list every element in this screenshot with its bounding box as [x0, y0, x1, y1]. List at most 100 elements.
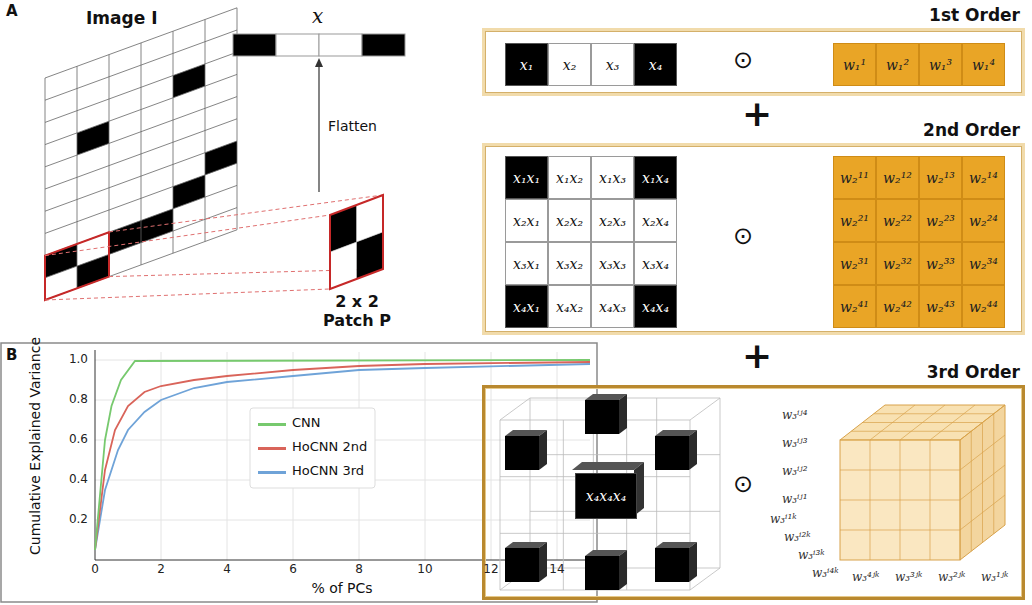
cell-label: w₂¹¹: [840, 170, 869, 186]
input-cell: x₂: [548, 43, 591, 86]
operator: ⊙: [733, 470, 753, 498]
tensor-cube: [500, 394, 720, 590]
cell-label: x₄x₃: [599, 299, 626, 315]
cell-label: x₂x₁: [513, 213, 540, 229]
weight-index: w₃¹ʲᵏ: [981, 570, 1008, 584]
weight-cell: w₂³³: [919, 242, 962, 285]
cell-label: x₂x₄: [642, 213, 669, 229]
tick-label: 0.8: [58, 392, 88, 406]
weight-cell: w₂⁴²: [876, 285, 919, 328]
tick-label: 8: [344, 562, 374, 576]
tick-label: 12: [476, 562, 506, 576]
input-cell: x₁x₂: [548, 156, 591, 199]
weight-index: w₃⁴ʲᵏ: [852, 570, 879, 584]
cube-front: [585, 400, 619, 434]
cube-side: [619, 550, 627, 590]
grid-line: [45, 141, 237, 211]
weight-cell: w₂¹³: [919, 156, 962, 199]
cell-label: w₂⁴¹: [840, 299, 869, 315]
tick-label: 4: [212, 562, 242, 576]
cell-label: w₂³⁴: [969, 256, 998, 272]
flatten-arrow: [315, 58, 323, 192]
input-cell: x₂x₃: [591, 199, 634, 242]
panel-letter: A: [6, 2, 18, 20]
grid-line: [993, 414, 994, 534]
operator: +: [742, 338, 772, 374]
grid-line: [656, 398, 657, 568]
weight-cell: w₂¹⁴: [962, 156, 1005, 199]
cell-label: w₁⁴: [972, 57, 995, 73]
panel-heading: 3rd Order: [927, 362, 1020, 382]
cube-front: [585, 556, 619, 590]
input-cell: x₁x₄: [634, 156, 677, 199]
cube-side: [539, 430, 547, 470]
chart-axes: [95, 350, 590, 560]
panel-heading: 2nd Order: [923, 120, 1020, 140]
cell-label: x₁x₂: [556, 170, 583, 186]
flattened-vector: [233, 34, 405, 56]
weight-index: w₃ⁱʲ²: [782, 464, 807, 478]
cell-label: w₂²⁴: [969, 213, 998, 229]
cell-label: w₂¹²: [883, 170, 912, 186]
cell-label: w₂²³: [926, 213, 955, 229]
grid-line: [45, 74, 237, 144]
weight-cell: w₁²: [876, 43, 919, 86]
grid-line: [45, 230, 237, 300]
weight-cell: w₂²³: [919, 199, 962, 242]
legend-label: CNN: [292, 415, 321, 430]
grid-line: [840, 500, 960, 501]
patch-projection: [45, 195, 383, 300]
grid-line: [720, 398, 721, 568]
legend-swatch: [258, 423, 286, 426]
cell-label: x₃x₃: [599, 256, 626, 272]
order-panel: 2nd Orderx₁x₁x₁x₂x₁x₃x₁x₄x₂x₁x₂x₂x₂x₃x₂x…: [482, 143, 1025, 335]
legend-box: [250, 408, 375, 488]
step-label: Flatten: [328, 118, 377, 134]
grid-line: [960, 465, 1005, 500]
image-grid: [45, 8, 237, 300]
weight-index: w₃ⁱ³ᵏ: [798, 548, 825, 562]
grid-line: [45, 97, 237, 167]
cell-label: x₁x₄: [642, 170, 669, 186]
cell-label: w₂³³: [926, 256, 955, 272]
legend-swatch: [258, 471, 286, 474]
weight-cell: w₂⁴¹: [833, 285, 876, 328]
cell-label: x₄x₄: [642, 299, 669, 315]
grid-line: [874, 413, 994, 414]
weight-cell: w₁⁴: [962, 43, 1005, 86]
patch-outline: [45, 232, 109, 300]
input-cell: x₁: [505, 43, 548, 86]
legend-label: HoCNN 3rd: [292, 463, 364, 478]
cell-label: w₂²²: [883, 213, 912, 229]
input-cell: x₄x₁: [505, 285, 548, 328]
cell-label: x₂x₃: [599, 213, 626, 229]
weight-cell: w₂²²: [876, 199, 919, 242]
weight-cell: w₁³: [919, 43, 962, 86]
weight-index: w₃ⁱʲ¹: [782, 492, 807, 506]
tick-label: 10: [410, 562, 440, 576]
input-cell: x₃x₃: [591, 242, 634, 285]
cell-label: x₃x₄: [642, 256, 669, 272]
input-cell: x₃x₁: [505, 242, 548, 285]
cell-label: x₂x₂: [556, 213, 583, 229]
weight-cell: w₁¹: [833, 43, 876, 86]
weight-cell: w₂¹²: [876, 156, 919, 199]
tick-label: 1.0: [58, 352, 88, 366]
tick-label: 2: [146, 562, 176, 576]
input-cell: x₁x₃: [591, 156, 634, 199]
panel-letter: B: [6, 346, 17, 364]
grid-line: [45, 30, 237, 100]
panel-heading: 1st Order: [929, 5, 1020, 25]
cell-label: x₃x₂: [556, 256, 583, 272]
weight-index: w₃²ʲᵏ: [938, 570, 965, 584]
axis-title: % of PCs: [302, 580, 382, 596]
operator: +: [742, 96, 772, 132]
input-cell: x₃x₄: [634, 242, 677, 285]
cell-label: w₂⁴⁴: [969, 299, 998, 315]
tick-label: 14: [542, 562, 572, 576]
grid-line: [45, 52, 237, 122]
input-cell: x₄x₄: [634, 285, 677, 328]
tensor-cell: x₄x₄x₄: [575, 473, 637, 519]
figure-title: Image I: [86, 8, 157, 28]
cube-front: [505, 548, 539, 582]
